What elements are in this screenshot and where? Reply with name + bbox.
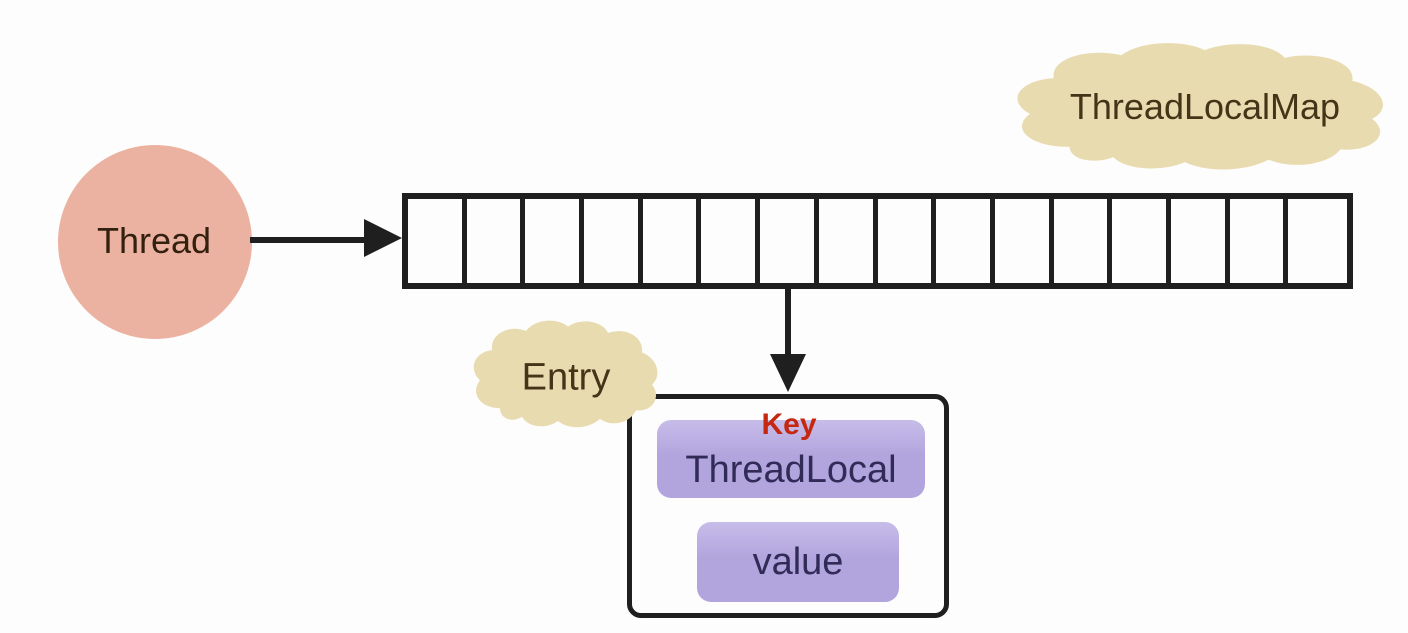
array-cell-6 [760,199,819,283]
key-label: Key [761,408,817,441]
slot-array [402,193,1353,289]
array-cell-4 [642,199,702,283]
thread-to-array-arrowhead-icon [364,219,402,257]
array-to-entry-arrowhead-icon [770,354,806,392]
value-label: value [752,540,844,583]
array-cell-3 [584,199,643,283]
entry-label: Entry [521,356,611,399]
array-cell-11 [1053,199,1113,283]
threadlocal-pill: ThreadLocal [657,420,925,498]
threadlocalmap-label: ThreadLocalMap [1069,86,1341,127]
array-cell-9 [936,199,995,283]
value-pill: value [697,522,899,602]
array-cell-0 [408,199,467,283]
array-cell-5 [701,199,761,283]
array-cell-8 [877,199,937,283]
array-cell-2 [525,199,585,283]
threadlocal-label: ThreadLocal [685,449,897,491]
threadlocalmap-cloud-icon [1002,40,1400,180]
array-cell-15 [1288,199,1347,283]
entry-cloud-icon [466,318,666,436]
array-cell-14 [1229,199,1289,283]
array-cell-12 [1112,199,1171,283]
thread-label: Thread [96,220,212,261]
array-cell-7 [818,199,878,283]
thread-to-array-arrow-line [250,237,368,243]
array-cell-1 [466,199,526,283]
array-cell-13 [1170,199,1230,283]
array-cell-10 [994,199,1054,283]
array-to-entry-arrow-line [785,288,791,356]
thread-node-circle [58,145,252,339]
